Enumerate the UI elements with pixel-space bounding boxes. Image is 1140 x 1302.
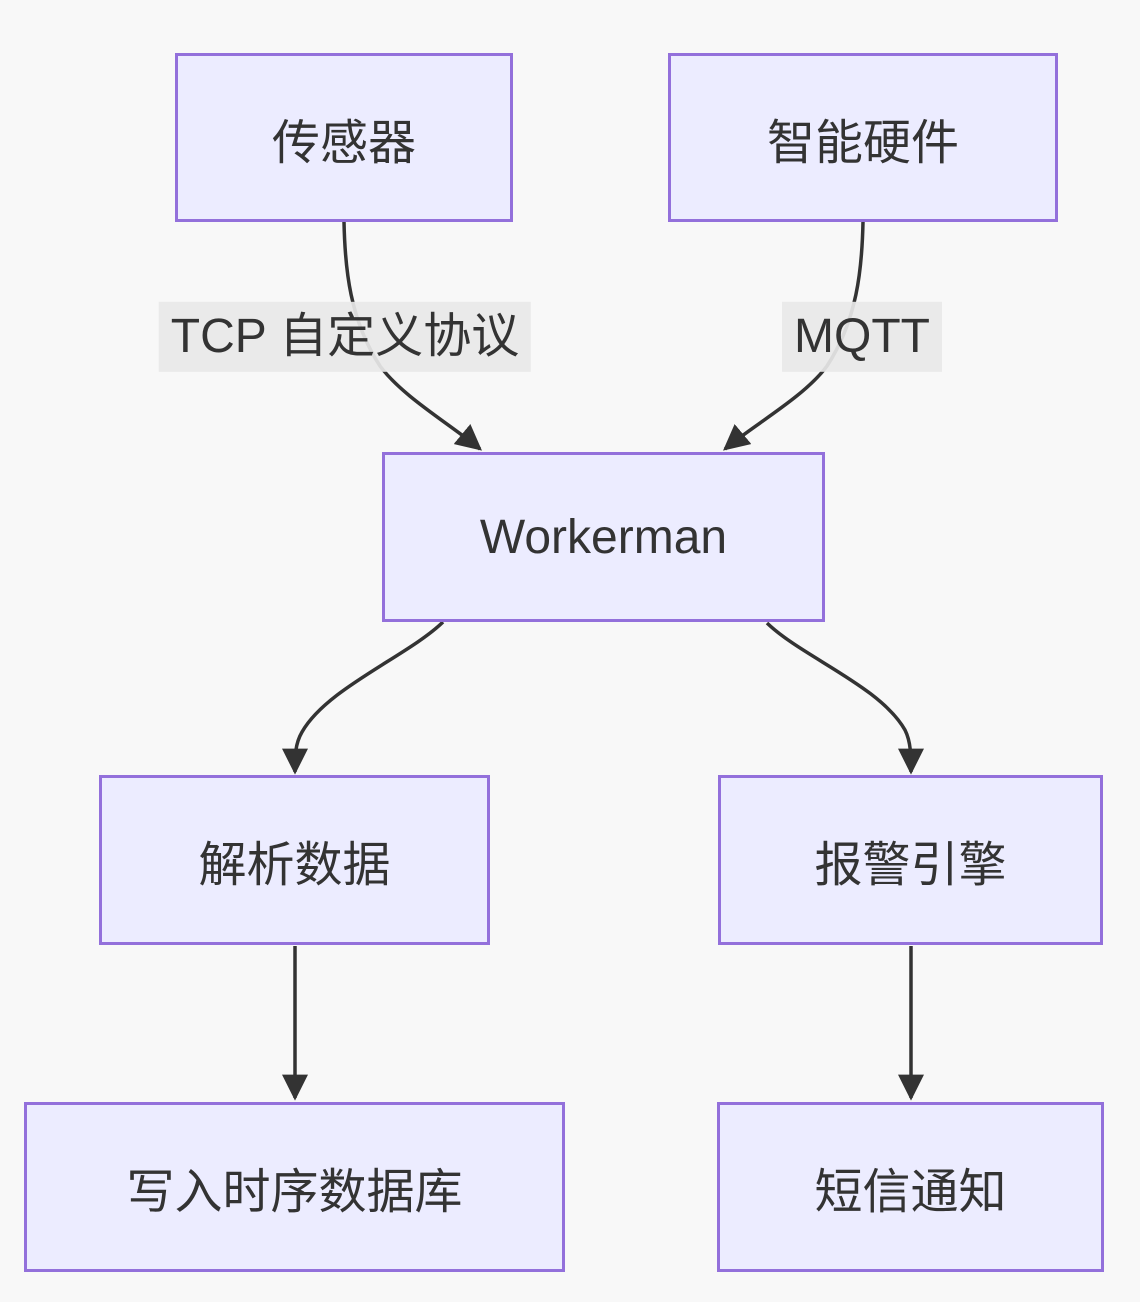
node-hardware-label: 智能硬件 [766, 116, 959, 170]
node-sms-notify: 短信通知 [717, 1102, 1104, 1272]
node-workerman-label: Workerman [479, 510, 728, 564]
edge-label-mqtt: MQTT [782, 301, 942, 373]
node-alarm-engine-label: 报警引擎 [814, 839, 1007, 892]
node-write-timeseries-db: 写入时序数据库 [24, 1102, 565, 1272]
node-sms-notify-label: 短信通知 [814, 1166, 1007, 1219]
node-hardware: 智能硬件 [668, 53, 1058, 222]
edge-workerman-parse [282, 620, 445, 775]
edge-label-tcp-protocol: TCP 自定义协议 [158, 301, 532, 373]
node-workerman: Workerman [382, 452, 825, 622]
node-sensor: 传感器 [175, 53, 513, 222]
node-alarm-engine: 报警引擎 [718, 775, 1103, 945]
node-parse-data-label: 解析数据 [198, 839, 391, 892]
edge-workerman-alarm [765, 621, 924, 775]
node-write-timeseries-db-label: 写入时序数据库 [126, 1166, 463, 1219]
node-parse-data: 解析数据 [99, 775, 490, 945]
node-sensor-label: 传感器 [271, 116, 416, 170]
